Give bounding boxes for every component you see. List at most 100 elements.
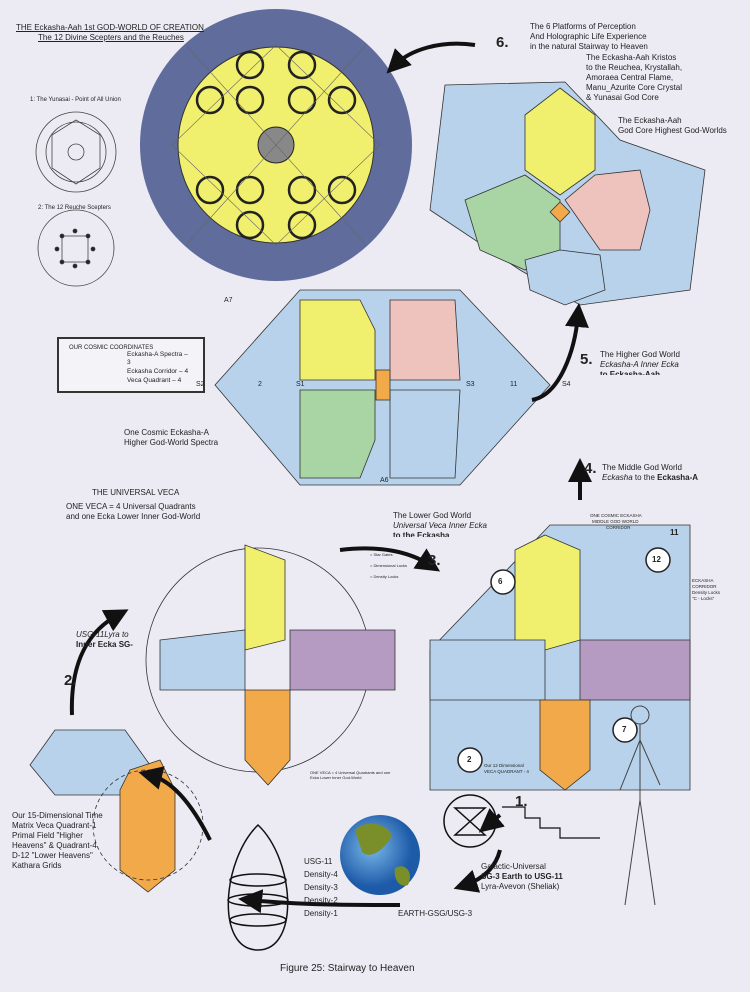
time-matrix-line: D-12 "Lower Heavens" xyxy=(12,851,93,860)
spectra-node-label: S4 xyxy=(562,381,571,388)
eckasha-aah-god-world-circle xyxy=(140,9,412,281)
step-6-line: And Holographic Life Experience xyxy=(530,32,647,41)
time-matrix-line: Kathara Grids xyxy=(12,861,62,870)
coordinate-item: 3 xyxy=(127,359,131,366)
coordinate-item: Veca Quadrant – 4 xyxy=(127,377,182,384)
density-item: Density-3 xyxy=(304,883,338,892)
cosmic-coordinates-box: OUR COSMIC COORDINATES Eckasha-A Spectra… xyxy=(57,337,205,393)
kristos-description: The Eckasha-Aah Kristos to the Reuchea, … xyxy=(586,53,682,103)
density-egg xyxy=(227,823,289,951)
step-2-line: USG-11Lyra to xyxy=(76,630,129,639)
time-matrix-line: Primal Field "Higher xyxy=(12,831,83,840)
quadrant-label-line: VECA QUADRANT - 4 xyxy=(484,769,529,774)
stairway-steps xyxy=(502,806,600,839)
time-matrix-line: Our 15-Dimensional Time xyxy=(12,811,103,820)
step-4-number: 4. xyxy=(584,460,597,477)
spectra-node-label: 2 xyxy=(258,381,262,388)
time-matrix-description: Our 15-Dimensional Time Matrix Veca Quad… xyxy=(12,811,103,871)
step-2-line: Inner Ecka SG- xyxy=(76,640,133,649)
kristos-line: The Eckasha-Aah Kristos xyxy=(586,53,677,62)
step-6-line: in the natural Stairway to Heaven xyxy=(530,42,648,51)
corridor-node-label: 11 xyxy=(670,528,679,537)
time-matrix-grids xyxy=(29,729,204,893)
step-1-number: 1. xyxy=(515,793,528,810)
spectra-node-label: 11 xyxy=(510,381,518,388)
step-4-line: Eckasha to the Eckasha-A xyxy=(602,473,698,483)
corridor-node-label: 12 xyxy=(652,555,661,564)
yunasai-inset-diagram xyxy=(35,111,117,193)
eckasha-a-spectra-hexagon xyxy=(214,289,551,486)
corridor-title-line: ONE COSMIC ECKASHA xyxy=(590,513,642,518)
reuche-inset-diagram xyxy=(37,209,115,287)
yunasai-label: 1: The Yunasai - Point of All Union xyxy=(30,97,121,103)
coordinates-title: OUR COSMIC COORDINATES xyxy=(69,345,154,351)
god-core-line: God Core Highest God-Worlds xyxy=(618,126,727,135)
god-core-diamond xyxy=(429,81,706,306)
spectra-node-label: A6 xyxy=(380,477,389,484)
corridor-node-label: 2 xyxy=(467,755,472,764)
spectra-caption-line: One Cosmic Eckasha-A xyxy=(124,428,209,437)
universal-veca-line: ONE VECA = 4 Universal Quadrants xyxy=(66,502,196,511)
reuche-label: 2: The 12 Reuche Scepters xyxy=(38,205,111,211)
corridor-title-line: CORRIDOR xyxy=(606,525,631,530)
step-1-line: Galactic-Universal xyxy=(481,862,546,871)
step-1-line: Lyra-Avevon (Sheliak) xyxy=(481,882,560,891)
god-core-description: The Eckasha-Aah God Core Highest God-Wor… xyxy=(618,116,727,136)
step-6-description: The 6 Platforms of Perception And Hologr… xyxy=(530,22,648,52)
spectra-node-label: S2 xyxy=(196,381,205,388)
spectra-caption-line: Higher God-World Spectra xyxy=(124,438,219,447)
corridor-label-line: ECKASHA xyxy=(692,578,714,583)
universal-veca-title: THE UNIVERSAL VECA xyxy=(92,488,180,497)
corridor-label-line: CORRIDOR xyxy=(692,584,717,589)
universal-veca-diagram xyxy=(145,544,396,786)
spectra-node-label: A7 xyxy=(224,297,233,304)
density-item: Density-1 xyxy=(304,909,338,918)
corridor-title-line: MIDDLE GOD WORLD xyxy=(592,519,639,524)
flow-arrows xyxy=(69,41,592,914)
spectra-caption: One Cosmic Eckasha-A Higher God-World Sp… xyxy=(124,428,218,448)
earth-label: EARTH-GSG/USG-3 xyxy=(398,909,473,918)
step-5-number: 5. xyxy=(580,351,593,368)
lower-world-line: The Lower God World xyxy=(393,511,472,520)
step-4-line: The Middle God World xyxy=(602,463,682,472)
page-subtitle: The 12 Divine Scepters and the Reuches xyxy=(38,33,184,42)
step-6-number: 6. xyxy=(496,34,509,51)
density-item: USG-11 xyxy=(304,857,333,866)
earth-globe xyxy=(340,815,420,895)
coordinate-item: Eckasha-A Spectra – xyxy=(127,351,188,358)
corridor-label-line: Density Locks xyxy=(692,590,721,595)
corridor-node-label: 7 xyxy=(622,725,627,734)
universal-veca-footer: ONE VECA = 4 Universal Quadrants and one… xyxy=(310,770,391,780)
step-4-eckasha-a: Eckasha-A xyxy=(657,473,699,482)
page-title: THE Eckasha-Aah 1st GOD-WORLD OF CREATIO… xyxy=(16,23,204,32)
density-list: USG-11 Density-4 Density-3 Density-2 Den… xyxy=(304,855,338,920)
god-core-line: The Eckasha-Aah xyxy=(618,116,682,125)
human-figure xyxy=(619,705,661,906)
step-5-line: The Higher God World xyxy=(600,350,680,359)
kristos-line: & Yunasai God Core xyxy=(586,93,659,102)
step-5-line: Eckasha-A Inner Ecka xyxy=(600,360,679,369)
universal-veca-line: and one Ecka Lower Inner God-World xyxy=(66,512,201,521)
spectra-node-label: S1 xyxy=(296,381,305,388)
kristos-line: Amoraea Central Flame, xyxy=(586,73,674,82)
step-4-eckasha: Eckasha xyxy=(602,473,633,482)
step-2-number: 2. xyxy=(64,672,77,689)
eckasha-corridor-quadrant xyxy=(429,524,691,791)
quadrant-label-line: Our 12 Dimensional xyxy=(484,763,524,768)
lower-world-line: to the Eckasha xyxy=(393,531,450,537)
step-4-connector: to the xyxy=(632,473,658,482)
legend-density-locks: = Density Locks xyxy=(370,574,399,579)
lower-world-line: Universal Veca Inner Ecka xyxy=(393,521,487,530)
coordinate-item: Eckasha Corridor – 4 xyxy=(127,368,189,375)
step-6-line: The 6 Platforms of Perception xyxy=(530,22,636,31)
time-matrix-line: Matrix Veca Quadrant-1 xyxy=(12,821,97,830)
stargate-symbol xyxy=(443,794,497,848)
step-1-line: SG-3 Earth to USG-11 xyxy=(481,872,563,881)
corridor-label-line: "C - Locks" xyxy=(692,596,715,601)
kristos-line: to the Reuchea, Krystallah, xyxy=(586,63,683,72)
time-matrix-line: Heavens" & Quadrant-4 xyxy=(12,841,97,850)
kristos-line: Manu_Azurite Core Crystal xyxy=(586,83,683,92)
density-item: Density-4 xyxy=(304,870,338,879)
legend-dimensional-locks: = Dimensional Locks xyxy=(370,563,408,568)
